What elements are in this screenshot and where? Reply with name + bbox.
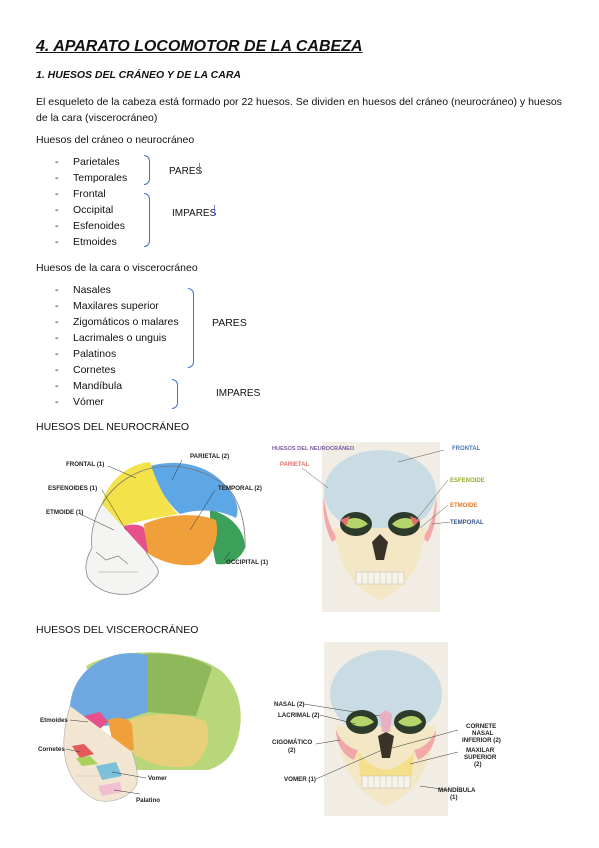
list-item: -Frontal <box>55 188 106 200</box>
neurocranium-lateral-illustration: FRONTAL (1) PARIETAL (2) ESFENOIDES (1) … <box>46 453 268 595</box>
label-esfenoides: ESFENOIDES (1) <box>48 485 97 492</box>
pares-brace <box>188 288 194 368</box>
label-frontal: FRONTAL <box>452 446 481 452</box>
neurocranium-frontal-illustration: HUESOS DEL NEUROCRÁNEO FRONTAL PARIETAL … <box>272 442 485 612</box>
impares-label: IMPARES <box>216 388 261 399</box>
label-cigomatico: CIGOMÁTICO <box>272 739 312 746</box>
figure2-heading: HUESOS DEL VISCEROCRÁNEO <box>36 624 199 636</box>
list-item: -Etmoides <box>55 236 117 248</box>
label-frontal: FRONTAL (1) <box>66 461 104 468</box>
list-item: -Zigomáticos o malares <box>55 316 179 328</box>
label-cigomatico-count: (2) <box>288 747 296 754</box>
section-subtitle: 1. HUESOS DEL CRÁNEO Y DE LA CARA <box>36 69 241 81</box>
intro-paragraph: El esqueleto de la cabeza está formado p… <box>36 96 562 124</box>
label-parietal: PARIETAL <box>280 462 309 468</box>
list-item: -Lacrimales o unguis <box>55 332 167 344</box>
front-title: HUESOS DEL NEUROCRÁNEO <box>272 445 355 452</box>
label-maxilar: MAXILAR <box>466 747 495 754</box>
label-cornete: CORNETE <box>466 723 496 730</box>
label-cornete-nasal: NASAL <box>472 730 494 737</box>
label-lacrimal: LACRIMAL (2) <box>278 712 319 719</box>
label-maxilar-count: (2) <box>474 761 482 768</box>
label-nasal: NASAL (2) <box>274 701 304 708</box>
list-item: -Palatinos <box>55 348 117 360</box>
list-item: -Maxilares superior <box>55 300 159 312</box>
list-item: -Parietales <box>55 156 120 168</box>
label-maxilar-superior: SUPERIOR <box>464 754 497 761</box>
label-vomer: Vomer <box>148 775 167 782</box>
list-item: -Temporales <box>55 172 128 184</box>
label-temporal: TEMPORAL <box>450 520 484 526</box>
label-mandibula-count: (1) <box>450 794 458 801</box>
text-cursor <box>214 205 215 216</box>
list-item: -Nasales <box>55 284 111 296</box>
label-occipital: OCCIPITAL (1) <box>226 559 268 566</box>
list-item: -Vómer <box>55 396 104 408</box>
list-item: -Esfenoides <box>55 220 125 232</box>
impares-label: IMPARES <box>172 208 217 219</box>
label-etmoides: Etmoides <box>40 717 68 724</box>
viscerocranium-lateral-illustration: Etmoides Cornetes Vomer Palatino <box>36 646 250 816</box>
label-palatino: Palatino <box>136 797 160 804</box>
pares-label: PARES <box>212 317 247 329</box>
label-cornetes: Cornetes <box>38 746 65 753</box>
label-etmoide: ETMOIDE (1) <box>46 509 83 516</box>
list-item: -Occipital <box>55 204 114 216</box>
neuro-heading: Huesos del cráneo o neurocráneo <box>36 134 195 146</box>
figure1-heading: HUESOS DEL NEUROCRÁNEO <box>36 421 190 433</box>
label-temporal: TEMPORAL (2) <box>218 485 262 492</box>
label-vomer: VOMER (1) <box>284 776 316 783</box>
label-mandibula: MANDÍBULA <box>438 786 476 794</box>
list-item: -Cornetes <box>55 364 116 376</box>
pares-label: PARES <box>169 166 203 177</box>
label-esfenoide: ESFENOIDE <box>450 478 485 484</box>
list-item: -Mandíbula <box>55 380 123 392</box>
pares-brace <box>144 155 150 185</box>
viscero-heading: Huesos de la cara o viscerocráneo <box>36 262 198 274</box>
label-parietal: PARIETAL (2) <box>190 453 229 460</box>
label-etmoide: ETMOIDE <box>450 503 477 509</box>
label-cornete-inferior: INFERIOR (2) <box>462 737 501 744</box>
viscerocranium-frontal-illustration: NASAL (2) LACRIMAL (2) CIGOMÁTICO (2) VO… <box>272 642 501 816</box>
page-title: 4. APARATO LOCOMOTOR DE LA CABEZA <box>36 38 363 55</box>
impares-brace <box>144 193 150 247</box>
text-cursor <box>199 163 200 174</box>
impares-brace <box>172 379 178 409</box>
